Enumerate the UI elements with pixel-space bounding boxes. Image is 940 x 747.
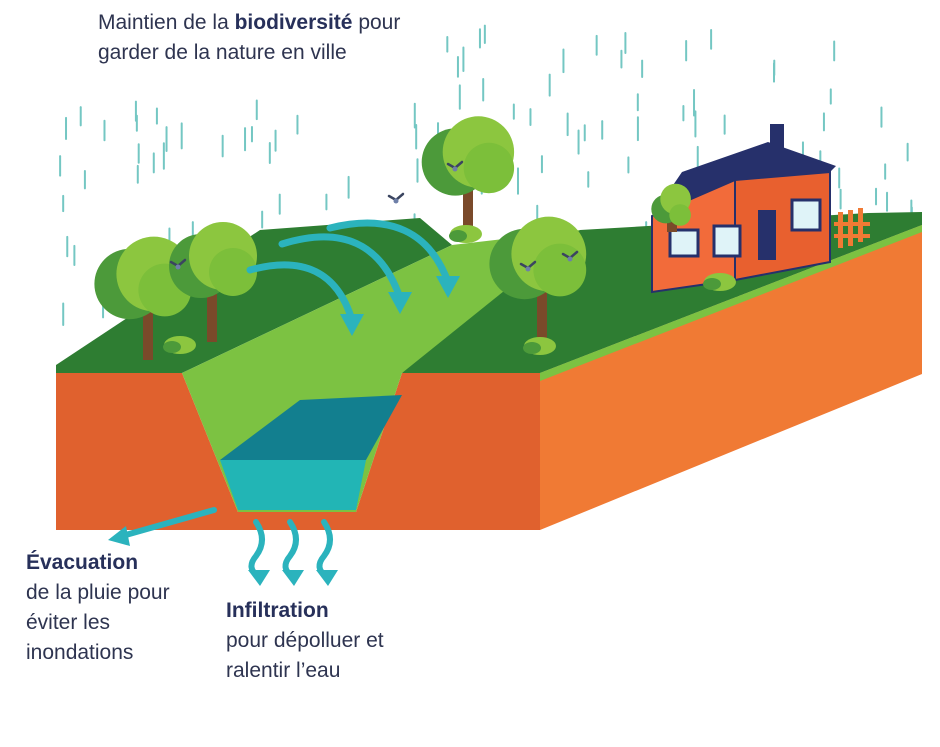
- shrub-icon: [449, 225, 482, 243]
- tree-icon: [422, 116, 514, 230]
- infiltration-rest: pour dépolluer et ralentir l’eau: [226, 629, 384, 682]
- infiltration-label: Infiltration pour dépolluer et ralentir …: [226, 596, 396, 686]
- infiltration-bold: Infiltration: [226, 599, 329, 622]
- biodiversity-bold: biodiversité: [235, 11, 353, 34]
- soil-front-bottom: [56, 512, 540, 530]
- evacuation-rest: de la pluie pour éviter les inondations: [26, 581, 170, 664]
- bird-icon: [389, 194, 403, 204]
- infiltration-arrows: [251, 522, 330, 576]
- evacuation-bold: Évacuation: [26, 551, 138, 574]
- biodiversity-prefix: Maintien de la: [98, 11, 235, 34]
- water-body: [220, 460, 366, 510]
- biodiversity-label: Maintien de la biodiversité pour garder …: [98, 8, 458, 68]
- infiltration-arrow-heads: [248, 570, 338, 586]
- evacuation-label: Évacuation de la pluie pour éviter les i…: [26, 548, 196, 668]
